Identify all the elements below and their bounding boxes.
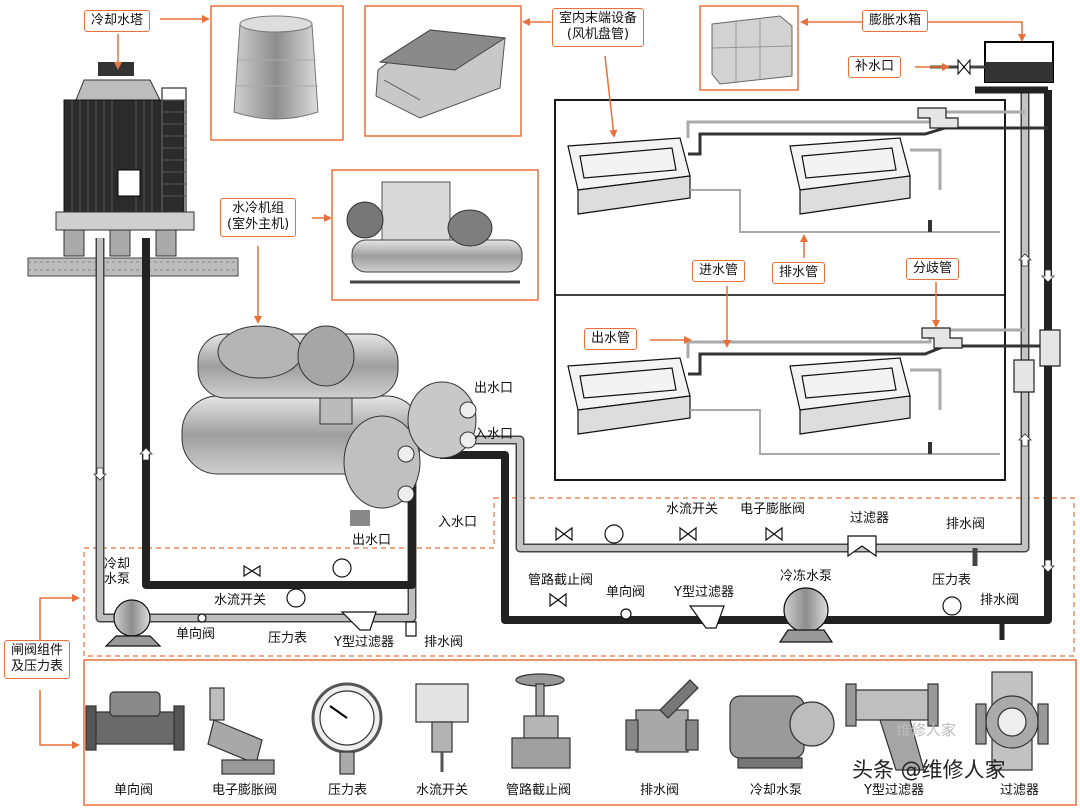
y-filter-icon [845, 683, 939, 771]
cooling-tower-label: 冷却水塔 [84, 10, 151, 33]
pipeline-stop-valve-icon [511, 673, 571, 769]
watermark-faint: 维修人家 [896, 721, 957, 739]
pressure-gauge-right-label: 压力表 [932, 573, 972, 588]
expansion-tank-photo [699, 5, 799, 91]
check-valve-right-label: 单向阀 [606, 585, 646, 600]
component-caption-y-filter: Y型过滤器 [864, 783, 924, 798]
chiller-label-line2: (室外主机) [227, 217, 290, 233]
component-caption-pressure-gauge: 压力表 [328, 783, 368, 798]
y-filter-left-label: Y型过滤器 [334, 635, 394, 650]
valve-group-region [83, 497, 1075, 657]
component-caption-cooling-water-pump: 冷却水泵 [750, 783, 803, 798]
indoor-terminal-label-line2: (风机盘管) [566, 27, 630, 43]
drain-pipe-label: 排水管 [772, 262, 826, 285]
pressure-gauge-left-label: 压力表 [268, 631, 308, 646]
component-caption-pipeline-stop-valve: 管路截止阀 [506, 783, 572, 798]
outlet-lower-label: 出水口 [352, 533, 392, 548]
flow-arrows [93, 253, 1055, 573]
drain-valve-left-label: 排水阀 [424, 635, 464, 650]
inlet-pipe-label: 进水管 [692, 260, 746, 283]
pipeline-stop-valve-label: 管路截止阀 [528, 573, 594, 588]
y-filter-right-label: Y型过滤器 [674, 585, 734, 600]
cooling-pump-label: 冷却 水泵 [104, 557, 131, 588]
expansion-tank [930, 41, 1054, 83]
flow-switch-left-label: 水流开关 [214, 593, 267, 608]
valve-group-label-line2: 及压力表 [11, 659, 64, 675]
branch-fittings [917, 107, 1061, 393]
cooling-pump-label-line2: 水泵 [104, 571, 131, 587]
component-caption-check-valve: 单向阀 [114, 783, 154, 798]
chilled-water-pump-icon [729, 695, 835, 769]
chiller-photo [331, 169, 539, 301]
drain-valve-icon [625, 679, 699, 753]
component-caption-electronic-expansion-valve: 电子膨胀阀 [212, 783, 278, 798]
component-caption-flow-switch: 水流开关 [416, 783, 469, 798]
valve-group-label-line1: 闸阀组件 [11, 643, 64, 658]
chiller-label: 水冷机组 (室外主机) [220, 198, 297, 237]
component-photos [85, 671, 1049, 775]
inline-components [104, 524, 962, 647]
indoor-terminal-label-line1: 室内末端设备 [559, 11, 638, 26]
cooling-pump-label-line1: 冷却 [104, 557, 131, 572]
pressure-gauge-icon [311, 682, 383, 775]
watermark: 头条 @维修人家 [852, 758, 1006, 782]
flow-switch-icon [415, 683, 469, 772]
callout-leaders [39, 15, 1026, 749]
cooling-tower-photo [210, 5, 344, 141]
component-caption-filter: 过滤器 [1000, 783, 1040, 798]
electronic-expansion-valve-label: 电子膨胀阀 [740, 502, 806, 517]
component-caption-drain-valve: 排水阀 [640, 783, 680, 798]
filter-right-label: 过滤器 [850, 511, 890, 526]
chiller-label-line1: 水冷机组 [232, 201, 285, 216]
cooling-water-loop [95, 238, 417, 623]
branch-pipe-label: 分歧管 [906, 258, 960, 281]
water-chiller-unit [181, 325, 477, 526]
chilled-water-loop [440, 86, 1052, 640]
valve-group-label: 闸阀组件 及压力表 [4, 640, 71, 679]
drain-valve-right-bottom-label: 排水阀 [980, 593, 1020, 608]
indoor-unit-frame [554, 99, 1006, 481]
flow-switch-right-label: 水流开关 [666, 502, 719, 517]
expansion-tank-label: 膨胀水箱 [862, 10, 929, 33]
outlet-pipe-label: 出水管 [584, 328, 638, 351]
inlet-upper-label: 入水口 [474, 427, 514, 442]
indoor-terminal-label: 室内末端设备 (风机盘管) [552, 8, 645, 47]
makeup-water-label: 补水口 [848, 56, 902, 79]
fan-coil-photo [364, 5, 522, 137]
fan-coil-units [567, 137, 911, 435]
check-valve-left-label: 单向阀 [176, 627, 216, 642]
drain-valve-right-top-label: 排水阀 [946, 517, 986, 532]
chilled-pump-label: 冷冻水泵 [780, 569, 833, 584]
inlet-lower-label: 入水口 [438, 515, 478, 530]
cooling-tower [27, 62, 239, 277]
outlet-upper-label: 出水口 [474, 381, 514, 396]
filter-icon [975, 671, 1049, 771]
electronic-expansion-valve-icon [207, 687, 275, 775]
check-valve-icon [85, 691, 185, 751]
